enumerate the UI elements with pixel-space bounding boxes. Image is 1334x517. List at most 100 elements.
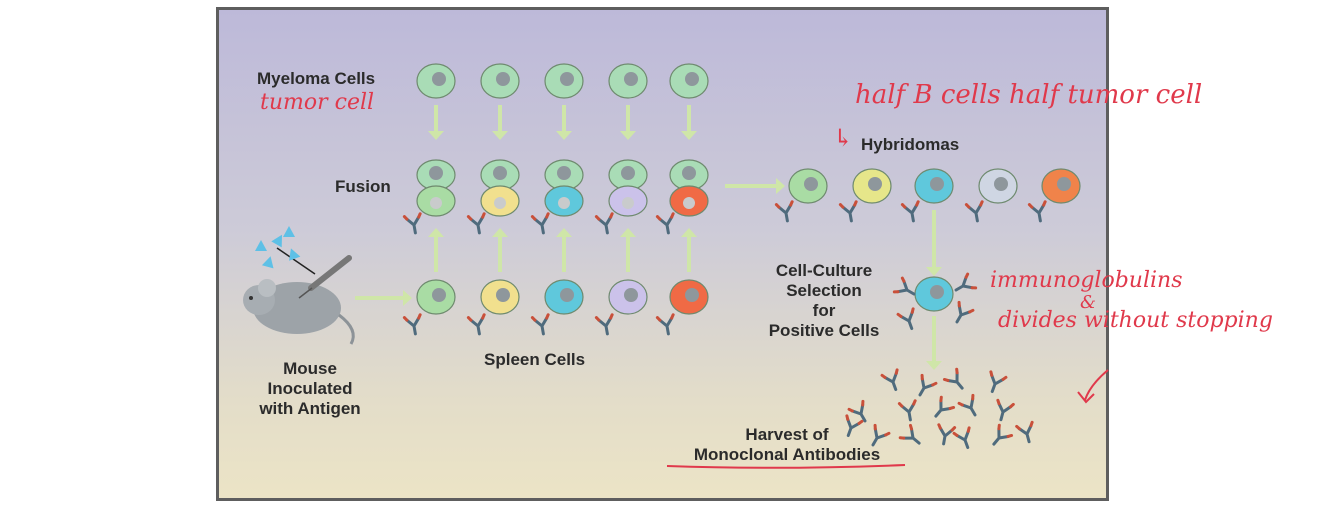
fused-nucleus [494, 197, 506, 209]
antibody-stem [533, 215, 549, 235]
cell-nucleus [560, 72, 574, 86]
arrow-down [492, 105, 508, 140]
antibody-stem [405, 215, 421, 235]
mouse-ear [258, 279, 276, 297]
arrow-up [681, 228, 697, 272]
spleen-cell [669, 279, 709, 315]
spleen-cell [480, 279, 520, 315]
fused-cell [416, 159, 456, 217]
antibody-stem [955, 304, 972, 324]
antibody-tip [937, 423, 957, 432]
antibody-stem [841, 203, 857, 223]
cell-nucleus [804, 177, 818, 191]
arrow-head [556, 131, 572, 140]
antibody [838, 200, 858, 223]
antibody [466, 313, 486, 336]
arrow-head [492, 228, 508, 237]
arrow-head [681, 131, 697, 140]
arrow-right [355, 290, 412, 306]
antibody [1027, 200, 1047, 223]
antigen-icon [283, 226, 295, 237]
cell-nucleus [624, 288, 638, 302]
arrow-down [556, 105, 572, 140]
antibody [955, 300, 975, 324]
antibody-stem [946, 371, 964, 390]
antibody [594, 313, 614, 336]
antibody-stem [777, 203, 793, 223]
antibody-stem [405, 316, 421, 336]
arrow-up [556, 228, 572, 272]
antibody [402, 313, 422, 336]
antibody-tip [847, 399, 865, 413]
antibody-tip [964, 272, 978, 290]
antibody-tip [900, 200, 920, 209]
hybridoma-cell [852, 168, 892, 204]
antibody-tip [957, 393, 975, 407]
antibody [964, 200, 984, 223]
antibody-stem [955, 429, 970, 450]
antibody [530, 212, 550, 235]
hybridoma-pointer-annotation: ↳ [833, 124, 854, 152]
antibody [918, 373, 938, 397]
antibody-stem [469, 316, 485, 336]
antibody [897, 399, 917, 422]
spleen-cell [544, 279, 584, 315]
antibody-tip [530, 313, 550, 322]
antibody-stem [918, 377, 935, 397]
immunoglobulins-annotation: immunoglobulins [990, 268, 1183, 293]
fused-cell [608, 159, 648, 217]
antibody-tip [996, 398, 1015, 409]
myeloma-cell [669, 63, 709, 99]
arrow-down [926, 316, 942, 370]
cell-nucleus [994, 177, 1008, 191]
myeloma-cells-label: Myeloma Cells [257, 69, 376, 88]
arrow-down [681, 105, 697, 140]
fused-nucleus [557, 166, 571, 180]
antibody-stem [658, 316, 674, 336]
fused-cell [480, 159, 520, 217]
syringe-barrel [308, 255, 352, 291]
antibody-stem [1017, 424, 1033, 444]
antibody-tip [845, 414, 864, 425]
cell-nucleus [432, 72, 446, 86]
antibody-stem [597, 316, 613, 336]
antibody-stem [896, 279, 916, 296]
myeloma-cell [544, 63, 584, 99]
antibody [774, 200, 794, 223]
spleen-cells-label: Spleen Cells [484, 350, 586, 369]
antibody-tip [594, 212, 614, 221]
antibody [898, 423, 921, 445]
arrow-down [428, 105, 444, 140]
antibody-stem [658, 215, 674, 235]
antibody-stem [992, 427, 1010, 446]
pointer-line [276, 247, 316, 275]
antibody-tip [466, 212, 486, 221]
antibody-tip [952, 426, 971, 437]
antibody [937, 423, 957, 446]
cell-nucleus [930, 177, 944, 191]
antibody-stem [934, 399, 952, 418]
fused-nucleus [558, 197, 570, 209]
antibody [847, 399, 867, 423]
arrow-head [926, 361, 942, 370]
antibody-tip [402, 212, 422, 221]
fused-nucleus [682, 166, 696, 180]
fused-nucleus [622, 197, 634, 209]
hybridoma-cell [788, 168, 828, 204]
antibody [402, 212, 422, 235]
antibody-stem [960, 397, 977, 417]
antibody-stem [967, 203, 983, 223]
antibody [952, 426, 971, 450]
cell-nucleus [496, 288, 510, 302]
antibody [896, 307, 915, 331]
arrow-right [725, 178, 785, 194]
antibody [1015, 420, 1034, 444]
antibody-stem [954, 275, 974, 292]
antibody-stem [903, 203, 919, 223]
antibody-stem [997, 402, 1013, 422]
antibody-tip [655, 212, 675, 221]
cell-nucleus [868, 177, 882, 191]
antigen-icon [255, 240, 267, 251]
antibody-tip [957, 300, 975, 314]
fused-nucleus [493, 166, 507, 180]
